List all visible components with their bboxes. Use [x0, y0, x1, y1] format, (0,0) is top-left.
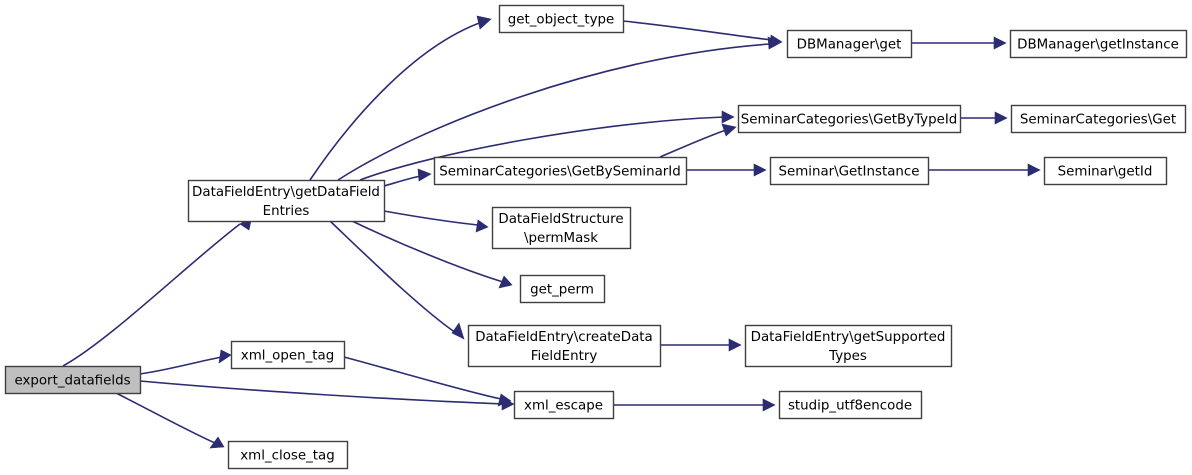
call-edge-arrowhead	[721, 123, 737, 137]
call-edge-arrowhead	[417, 168, 432, 182]
node-label: SeminarCategories\GetBySeminarId	[439, 165, 681, 180]
node-label: studip_utf8encode	[788, 399, 912, 414]
node-label: Types	[828, 349, 867, 364]
node-box[interactable]	[1043, 156, 1168, 186]
node-box[interactable]	[519, 274, 606, 304]
node-label: xml_close_tag	[240, 449, 335, 464]
node-SeminarCategories_Get[interactable]: SeminarCategories\Get	[1010, 104, 1187, 134]
node-label: \permMask	[524, 231, 598, 246]
node-label: SeminarCategories\GetByTypeId	[741, 113, 958, 128]
node-box[interactable]	[467, 324, 662, 368]
call-edge-arrowhead	[497, 393, 512, 407]
call-edge	[139, 380, 506, 405]
call-edge-arrowhead	[762, 398, 776, 412]
node-label: export_datafields	[14, 374, 130, 389]
node-label: Seminar\getId	[1058, 165, 1153, 180]
call-edge-arrowhead	[451, 322, 465, 340]
node-label: Entries	[263, 204, 310, 219]
node-label: DataFieldEntry\createData	[475, 330, 653, 345]
call-edge	[622, 20, 773, 41]
call-edge	[113, 391, 216, 444]
call-edge	[383, 175, 422, 187]
call-edge-arrowhead	[1027, 163, 1041, 177]
node-box[interactable]	[187, 179, 386, 223]
node-label: DBManager\get	[797, 38, 902, 53]
call-edge	[329, 220, 457, 334]
node-get_object_type[interactable]: get_object_type	[498, 4, 625, 34]
node-label: DataFieldEntry\getSupported	[751, 330, 946, 345]
node-label: get_object_type	[508, 13, 615, 28]
call-edge	[309, 21, 483, 181]
node-label: xml_escape	[524, 399, 603, 414]
node-export_datafields[interactable]: export_datafields	[4, 365, 142, 395]
node-box[interactable]	[498, 4, 625, 34]
nodes-layer: export_datafields DataFieldEntry\getDataF…	[4, 4, 1188, 470]
call-edge-arrowhead	[498, 275, 513, 289]
call-edge-arrowhead	[209, 436, 225, 449]
node-get_perm[interactable]: get_perm	[519, 274, 606, 304]
node-label: FieldEntry	[531, 349, 598, 364]
call-edge	[337, 43, 771, 181]
node-box[interactable]	[778, 390, 923, 420]
node-label: get_perm	[530, 283, 594, 298]
node-box[interactable]	[769, 156, 930, 186]
call-edge-arrowhead	[476, 15, 492, 30]
call-edge	[62, 223, 241, 367]
node-box[interactable]	[230, 340, 346, 370]
call-edge-arrowhead	[218, 349, 232, 364]
call-edge-arrowhead	[475, 219, 489, 233]
node-box[interactable]	[491, 206, 632, 250]
node-box[interactable]	[786, 29, 913, 59]
node-xml_close_tag[interactable]: xml_close_tag	[227, 440, 349, 470]
node-box[interactable]	[744, 324, 953, 368]
call-edge	[659, 129, 727, 158]
node-DataFieldStructure_permMask[interactable]: DataFieldStructure \permMask	[491, 206, 632, 250]
call-edge-arrowhead	[753, 163, 767, 177]
node-box[interactable]	[1010, 104, 1187, 134]
node-label: DataFieldStructure	[498, 212, 623, 227]
call-edge-arrowhead	[721, 110, 735, 124]
call-edge-arrowhead	[994, 111, 1008, 125]
node-xml_escape[interactable]: xml_escape	[513, 390, 615, 420]
node-box[interactable]	[737, 104, 962, 134]
call-edge	[351, 220, 504, 283]
node-label: xml_open_tag	[241, 349, 334, 364]
node-Seminar_getId[interactable]: Seminar\getId	[1043, 156, 1168, 186]
node-box[interactable]	[227, 440, 349, 470]
node-DBManager_get[interactable]: DBManager\get	[786, 29, 913, 59]
call-edge-arrowhead	[993, 36, 1007, 50]
node-label: DataFieldEntry\getDataField	[192, 185, 380, 200]
node-Seminar_GetInstance[interactable]: Seminar\GetInstance	[769, 156, 930, 186]
node-label: DBManager\getInstance	[1017, 38, 1179, 53]
node-DBManager_getInstance[interactable]: DBManager\getInstance	[1009, 29, 1188, 59]
node-label: Seminar\GetInstance	[778, 165, 919, 180]
node-box[interactable]	[433, 156, 688, 186]
call-edge-arrowhead	[769, 34, 783, 48]
call-edge-arrowhead	[728, 338, 742, 352]
node-studip_utf8encode[interactable]: studip_utf8encode	[778, 390, 923, 420]
node-box[interactable]	[513, 390, 615, 420]
call-edge	[139, 356, 223, 375]
node-box[interactable]	[1009, 29, 1188, 59]
node-SeminarCategories_GetBySeminarId[interactable]: SeminarCategories\GetBySeminarId	[433, 156, 688, 186]
node-label: SeminarCategories\Get	[1020, 113, 1176, 128]
call-edge	[383, 210, 479, 226]
call-edge	[343, 356, 502, 400]
call-edge	[359, 116, 725, 181]
node-box[interactable]	[4, 365, 142, 395]
node-SeminarCategories_GetByTypeId[interactable]: SeminarCategories\GetByTypeId	[737, 104, 962, 134]
edges-layer	[62, 15, 1041, 449]
node-xml_open_tag[interactable]: xml_open_tag	[230, 340, 346, 370]
